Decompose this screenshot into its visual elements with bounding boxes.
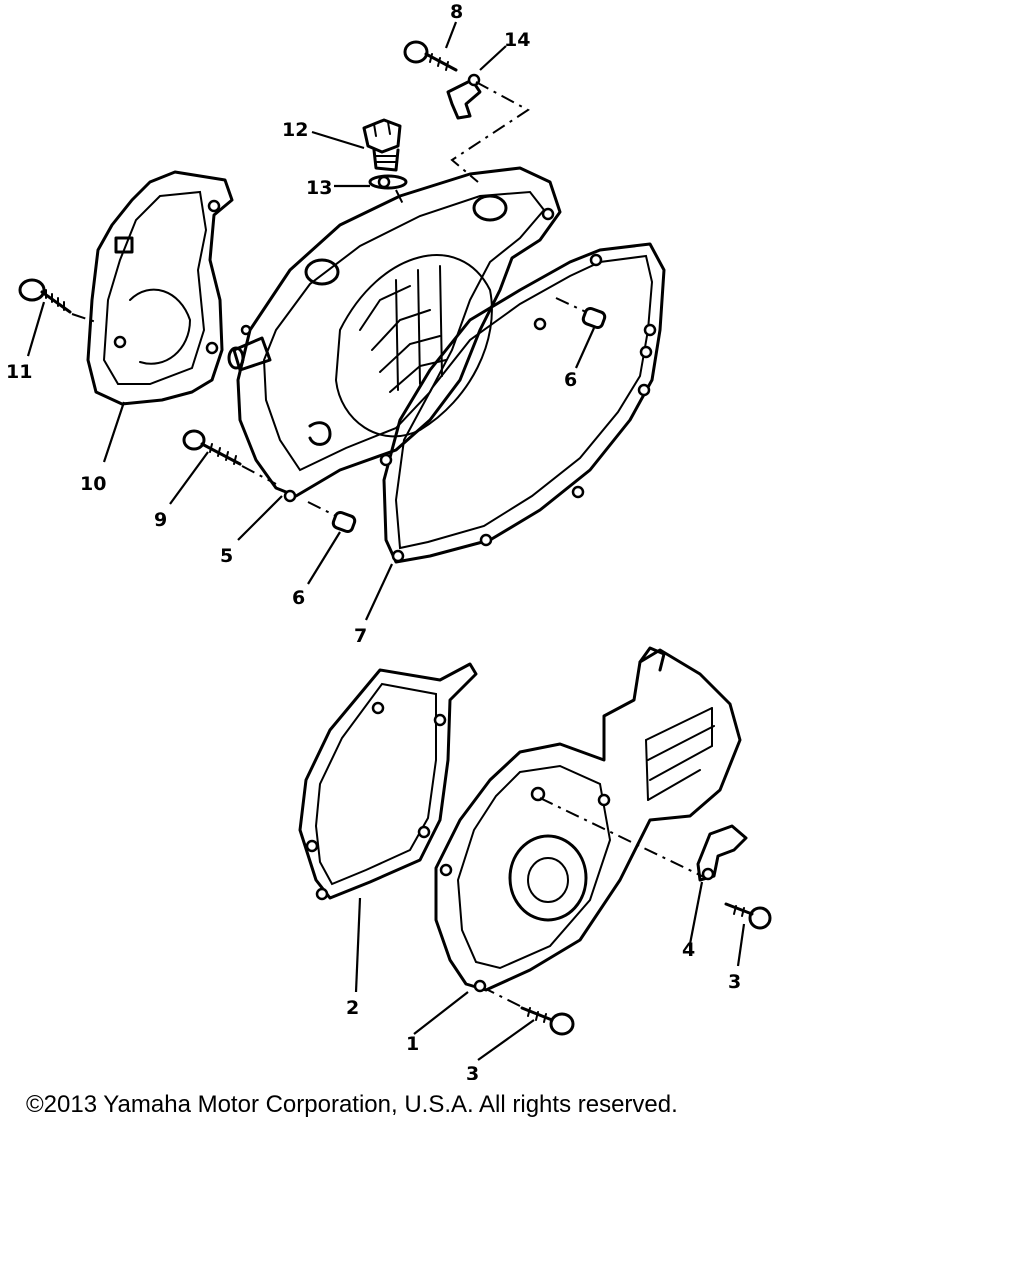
copyright-notice: ©2013 Yamaha Motor Corporation, U.S.A. A… [26, 1091, 678, 1118]
exploded-parts-diagram: 8 14 12 13 11 10 9 5 6 7 6 2 1 3 4 3 [6, 1, 772, 1080]
part-3-bolt-upper [724, 902, 772, 930]
callout-1: 1 [406, 1033, 419, 1055]
callout-3-lower: 3 [466, 1063, 479, 1080]
callout-12: 12 [282, 119, 308, 141]
callout-4: 4 [682, 939, 695, 961]
part-10-side-cover [86, 170, 234, 406]
part-13-o-ring [368, 174, 408, 207]
callout-2: 2 [346, 997, 359, 1019]
part-7-gasket [379, 242, 666, 564]
part-6-dowel-pins [307, 297, 607, 534]
part-9-bolt [182, 429, 277, 485]
callout-7: 7 [354, 625, 367, 647]
part-8-bolt [403, 40, 458, 72]
callout-10: 10 [80, 473, 106, 495]
part-11-bolt [18, 278, 97, 323]
part-12-plug [362, 118, 402, 172]
callout-9: 9 [154, 509, 167, 531]
callout-14: 14 [504, 29, 530, 51]
part-4-clamp [696, 824, 748, 882]
callout-13: 13 [306, 177, 332, 199]
callout-8: 8 [450, 1, 463, 23]
callout-11: 11 [6, 361, 32, 383]
part-5-crankcase-cover [227, 166, 562, 503]
part-14-clamp [446, 73, 530, 183]
callout-numbers: 8 14 12 13 11 10 9 5 6 7 6 2 1 3 4 3 [6, 1, 741, 1080]
callout-6-right: 6 [564, 369, 577, 391]
part-1-generator-cover [434, 646, 742, 993]
callout-6-left: 6 [292, 587, 305, 609]
part-3-bolt-lower [487, 989, 575, 1036]
leader-lines [26, 21, 746, 1061]
callout-3-upper: 3 [728, 971, 741, 993]
callout-5: 5 [220, 545, 233, 567]
part-2-gasket [298, 662, 478, 901]
